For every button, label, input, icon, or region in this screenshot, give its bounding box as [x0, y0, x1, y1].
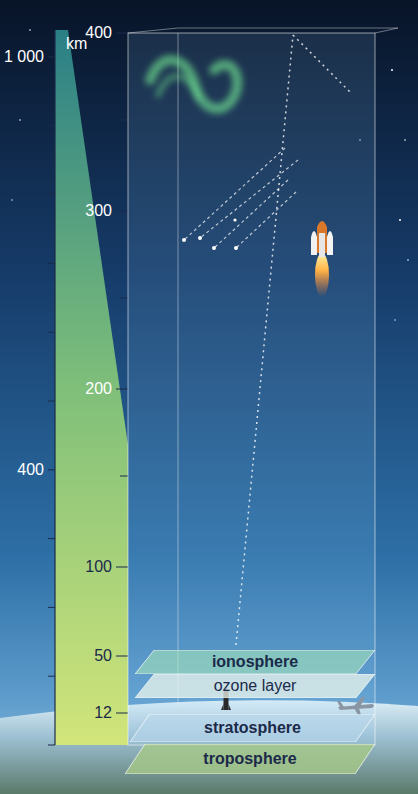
- layer-name: ozone layer: [214, 676, 297, 696]
- scale-value: 400: [17, 460, 44, 480]
- inner-ticks: [116, 33, 128, 713]
- atmosphere-layer: troposphere: [125, 744, 375, 774]
- layer-name: ionosphere: [212, 652, 298, 672]
- atmosphere-layer: ionosphere: [135, 650, 375, 674]
- scale-value: 1 000: [4, 47, 44, 67]
- scale-axis: [54, 30, 55, 745]
- scale-value: 100: [85, 557, 112, 577]
- aurora: [150, 60, 237, 109]
- meteors: [184, 148, 298, 248]
- atmosphere-layer: ozone layer: [135, 674, 375, 698]
- unit-label: km: [66, 34, 87, 54]
- column-back-edge: [178, 33, 179, 705]
- layer-name: troposphere: [203, 749, 296, 769]
- scale-value: 400: [85, 23, 112, 43]
- column-top-edge: [128, 28, 178, 33]
- column-top-edge: [178, 28, 398, 29]
- layer-name: stratosphere: [204, 718, 301, 738]
- atmosphere-layer: stratosphere: [130, 714, 375, 742]
- space-shuttle: [311, 221, 333, 297]
- meteor-heads: [182, 218, 238, 250]
- scale-ticks: [48, 57, 55, 745]
- airplane: [337, 697, 374, 715]
- scale-value: 200: [85, 379, 112, 399]
- scale-value: 50: [94, 646, 112, 666]
- column-top-edge: [375, 28, 398, 33]
- rocket-trail: [236, 35, 350, 645]
- scale-band: [55, 30, 128, 745]
- scale-value: 12: [94, 703, 112, 723]
- scale-value: 300: [85, 201, 112, 221]
- atmosphere-column: [128, 33, 375, 745]
